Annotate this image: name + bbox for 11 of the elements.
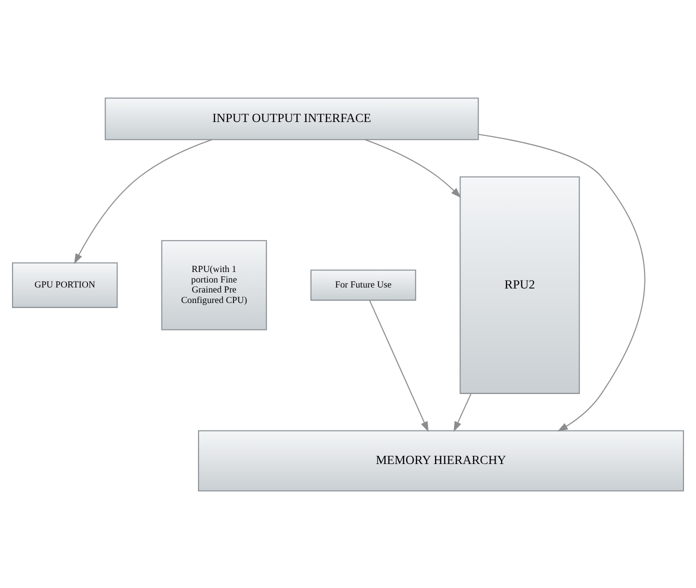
arrow (478, 133, 646, 431)
arrow (364, 138, 462, 198)
node-box: GPU PORTION (12, 262, 118, 308)
node-box: RPU(with 1 portion Fine Grained Pre Configured CPU) (161, 240, 267, 330)
arrow (74, 138, 212, 264)
node-box: For Future Use (310, 269, 416, 300)
arrow (369, 300, 429, 432)
node-box: MEMORY HIERARCHY (198, 430, 684, 491)
node-box: RPU2 (460, 176, 580, 394)
arrow (454, 392, 472, 432)
node-box: INPUT OUTPUT INTERFACE (104, 97, 479, 140)
